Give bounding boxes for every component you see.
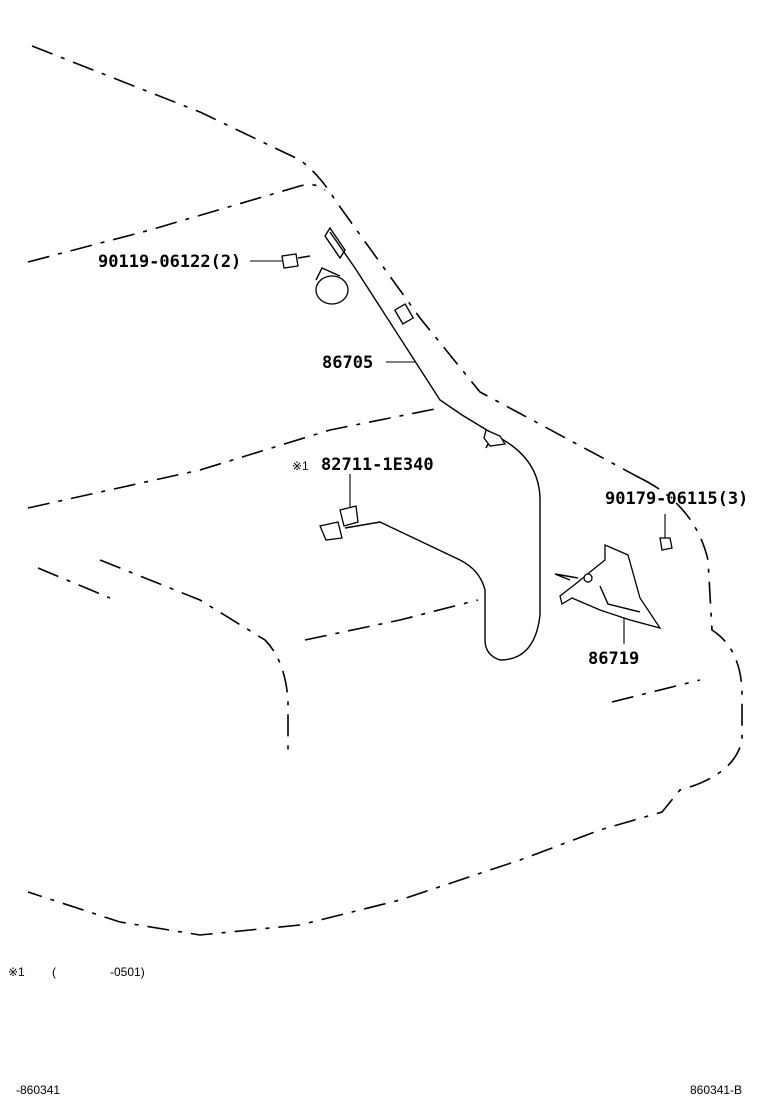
part-label-90179-06115: 90179-06115(3)	[605, 489, 748, 509]
bolt-90119	[281, 253, 311, 269]
part-label-82711-1E340: 82711-1E340	[321, 455, 434, 475]
part-label-90119-06122: 90119-06122(2)	[98, 252, 241, 272]
footnote-marker: ※1	[292, 459, 309, 473]
footnote-open-paren: (	[52, 965, 56, 979]
vehicle-outline	[27, 45, 743, 936]
leader-lines	[250, 260, 666, 644]
part-label-86705: 86705	[322, 353, 373, 373]
nut-90179	[659, 537, 673, 551]
footnote-range: -0501)	[110, 965, 145, 979]
cable-assembly-86705	[315, 226, 541, 661]
footer-right-code: 860341-B	[690, 1083, 742, 1097]
footer-left-code: -860341	[16, 1083, 60, 1097]
part-label-86719: 86719	[588, 649, 639, 669]
footnote-mark: ※1	[8, 965, 25, 979]
clamp-82711	[319, 505, 359, 541]
bracket-86719	[554, 544, 662, 630]
